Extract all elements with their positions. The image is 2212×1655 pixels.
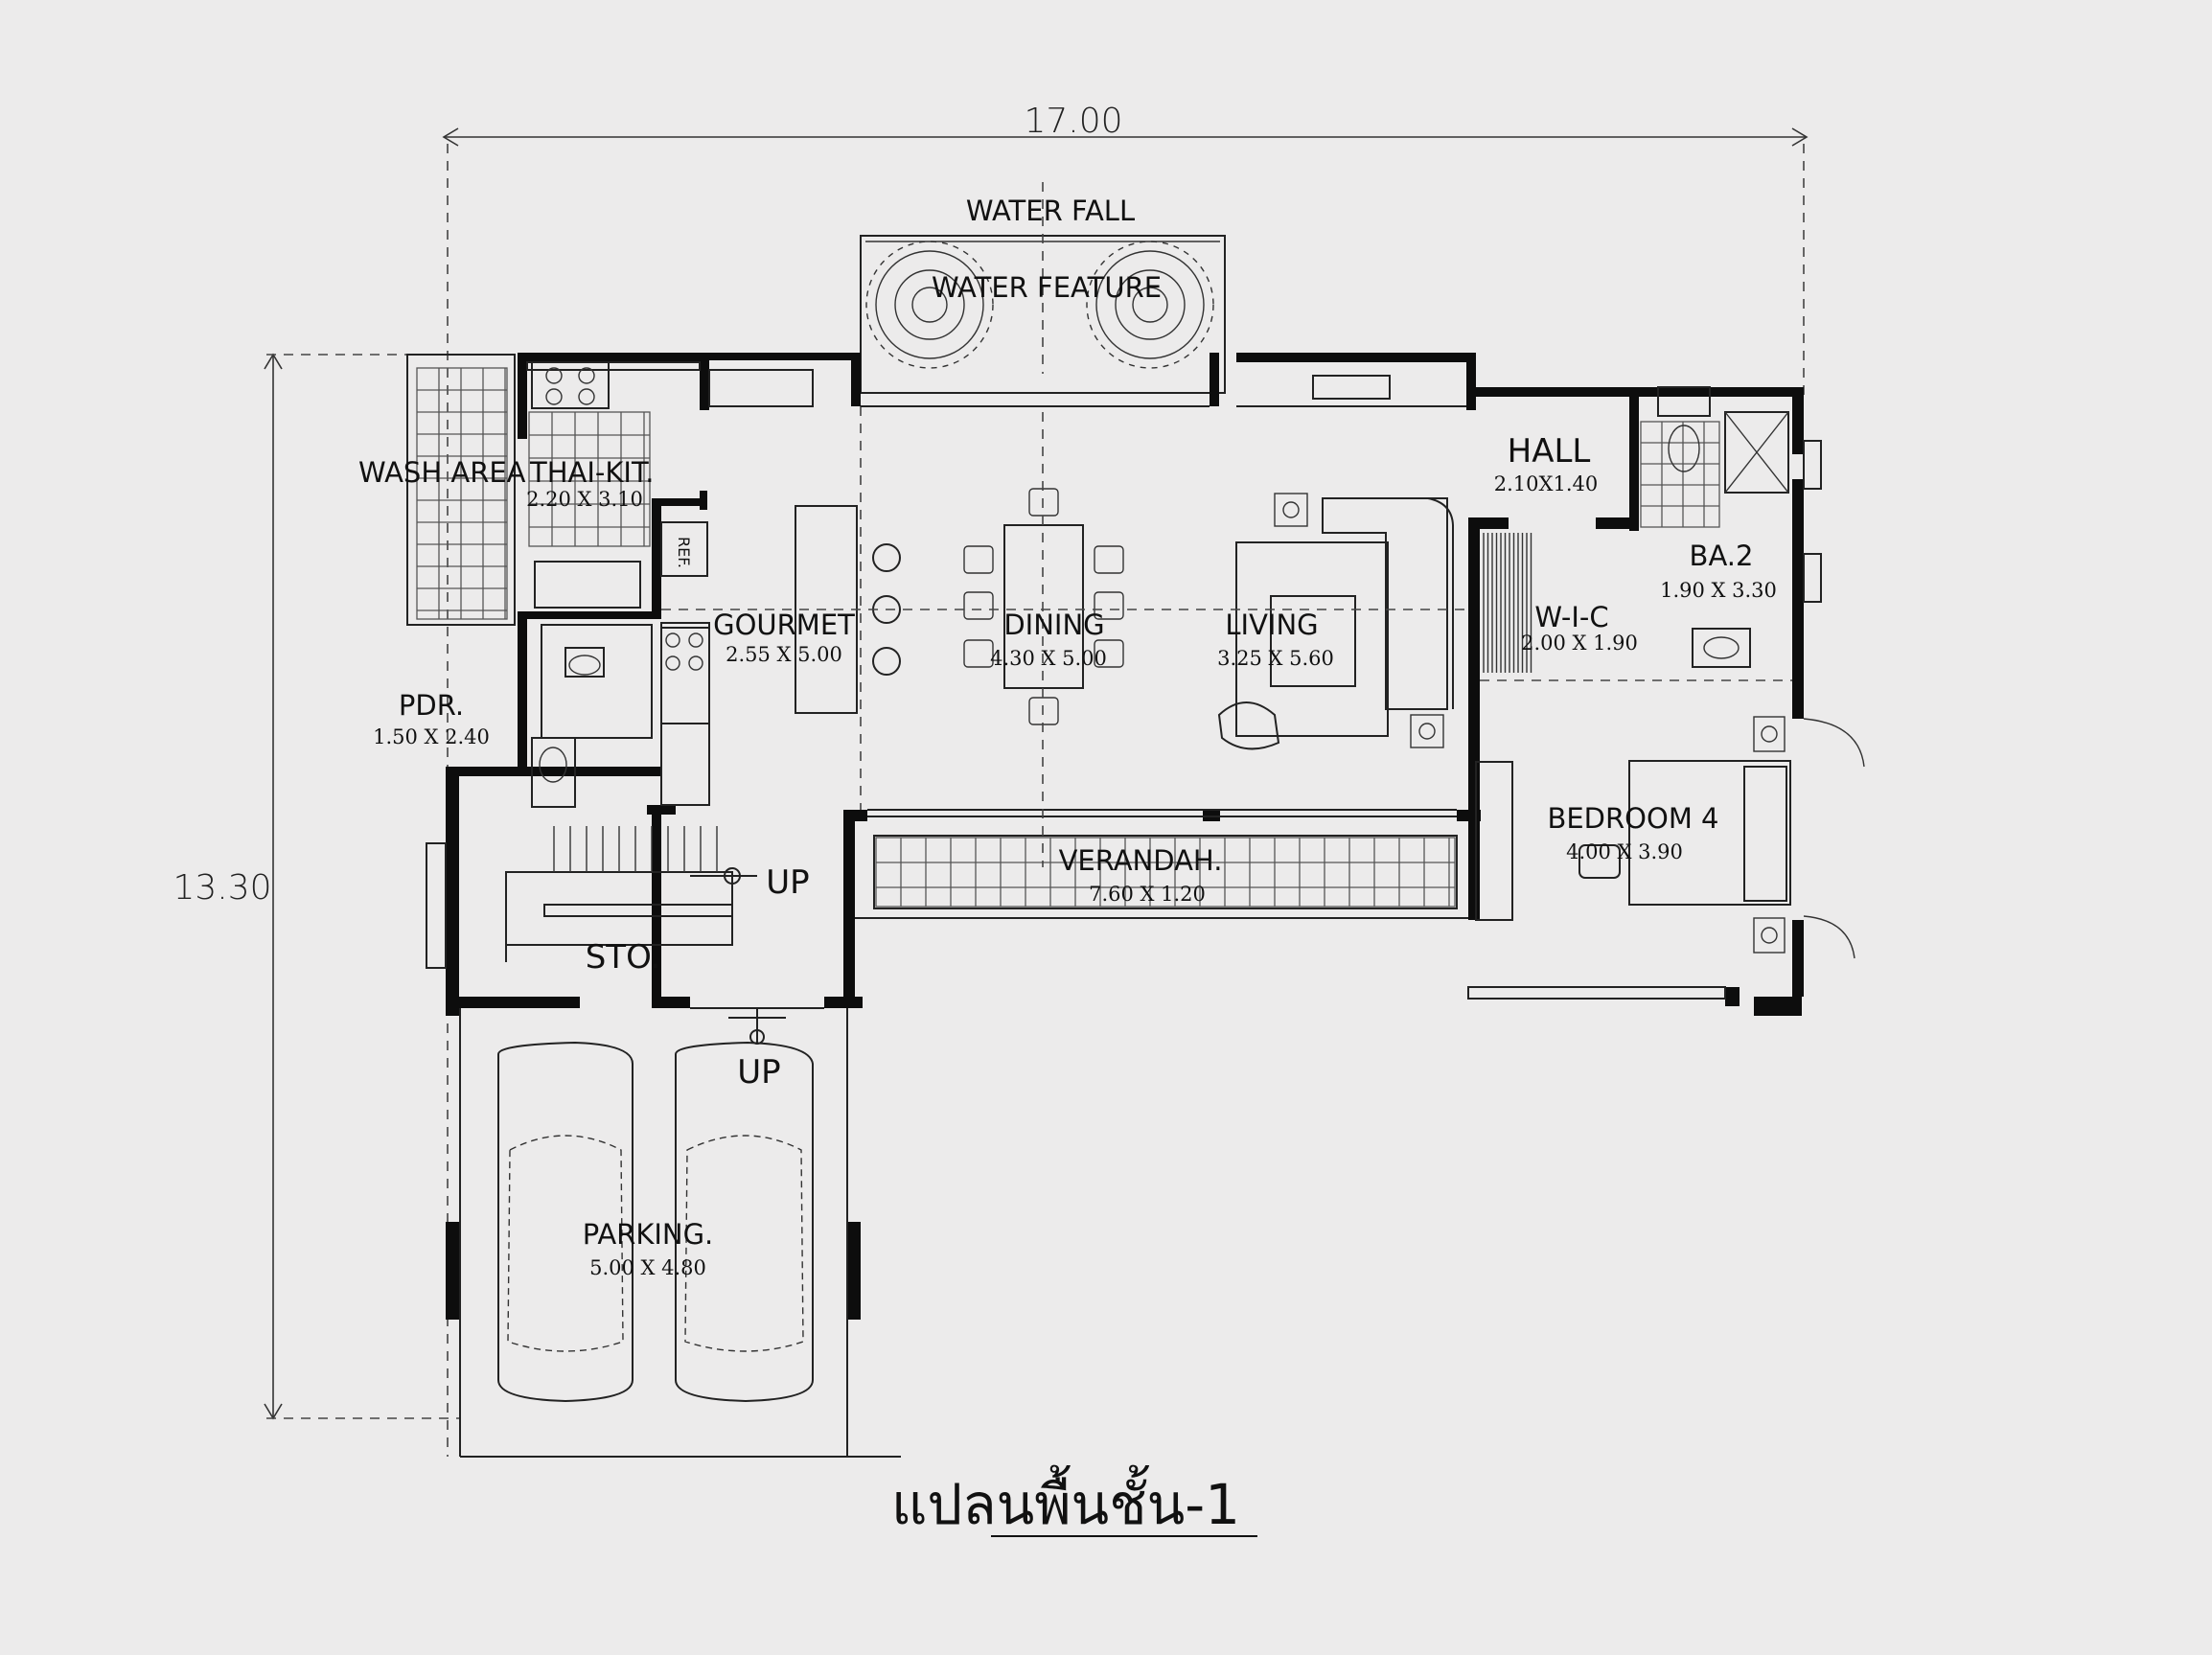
parking-dimension: 5.00 X 4.80 [589, 1256, 706, 1279]
water-feature-area [860, 182, 1226, 394]
hall-label: HALL [1508, 432, 1591, 471]
wardrobe-hatching [1483, 533, 1532, 673]
water-fall-label: WATER FALL [966, 195, 1135, 227]
wic-dimension: 2.00 X 1.90 [1521, 632, 1638, 655]
center-axes [661, 412, 1466, 867]
kitchen-fixtures [531, 361, 901, 806]
drawing-title: แปลนพื้นชั้น-1 [891, 1465, 1240, 1537]
dining-table [963, 488, 1124, 725]
dining-label: DINING [1003, 609, 1104, 641]
bathroom-fixtures [426, 386, 1822, 969]
car-right [675, 1041, 814, 1403]
pdr-label: PDR. [399, 689, 464, 722]
car-left [497, 1041, 634, 1403]
verandah-dimension: 7.60 X 1.20 [1089, 883, 1206, 906]
dining-dimension: 4.30 X 5.00 [990, 647, 1107, 670]
overall-depth-dimension: 13.30 [173, 868, 271, 908]
living-label: LIVING [1225, 609, 1318, 641]
verandah-tiles [875, 837, 1456, 908]
water-feature-label: WATER FEATURE [932, 271, 1162, 304]
entry-up-marker [728, 1008, 786, 1045]
thai-kit-dimension: 2.20 X 3.10 [526, 488, 643, 511]
staircase [505, 826, 733, 962]
overall-width-dimension: 17.00 [1024, 102, 1122, 141]
ba2-label: BA.2 [1690, 540, 1754, 572]
storage-label: STO. [586, 938, 661, 977]
bathroom-tiles [1640, 421, 1720, 528]
living-dimension: 3.25 X 5.60 [1217, 647, 1334, 670]
dimension-lines [264, 127, 1809, 1457]
bedroom4-dimension: 4.00 X 3.90 [1566, 840, 1683, 863]
verandah-label: VERANDAH. [1059, 844, 1223, 877]
thai-kitchen-tiles [528, 411, 651, 547]
parking-label: PARKING. [583, 1218, 714, 1251]
ba2-dimension: 1.90 X 3.30 [1660, 579, 1777, 602]
thin-outlines [406, 354, 1792, 1458]
wic-label: W-I-C [1534, 601, 1608, 633]
stair-up-marker [690, 867, 757, 885]
wash-area-label: WASH AREA [358, 456, 526, 489]
pdr-dimension: 1.50 X 2.40 [373, 725, 490, 748]
gourmet-label: GOURMET [713, 609, 855, 641]
bedroom-furniture [1475, 716, 1865, 959]
ref-label: REF. [675, 537, 693, 568]
wash-area-tiles [416, 367, 508, 620]
living-furniture [1217, 493, 1454, 750]
hall-dimension: 2.10X1.40 [1494, 472, 1598, 495]
thai-kit-label: THAI-KIT. [529, 456, 654, 489]
bedroom4-label: BEDROOM 4 [1547, 802, 1718, 835]
entry-up-label: UP [737, 1053, 780, 1092]
gourmet-dimension: 2.55 X 5.00 [726, 643, 842, 666]
room-labels: WATER FALL WATER FEATURE WASH AREA THAI-… [358, 195, 1777, 1279]
stair-up-label: UP [766, 863, 809, 902]
